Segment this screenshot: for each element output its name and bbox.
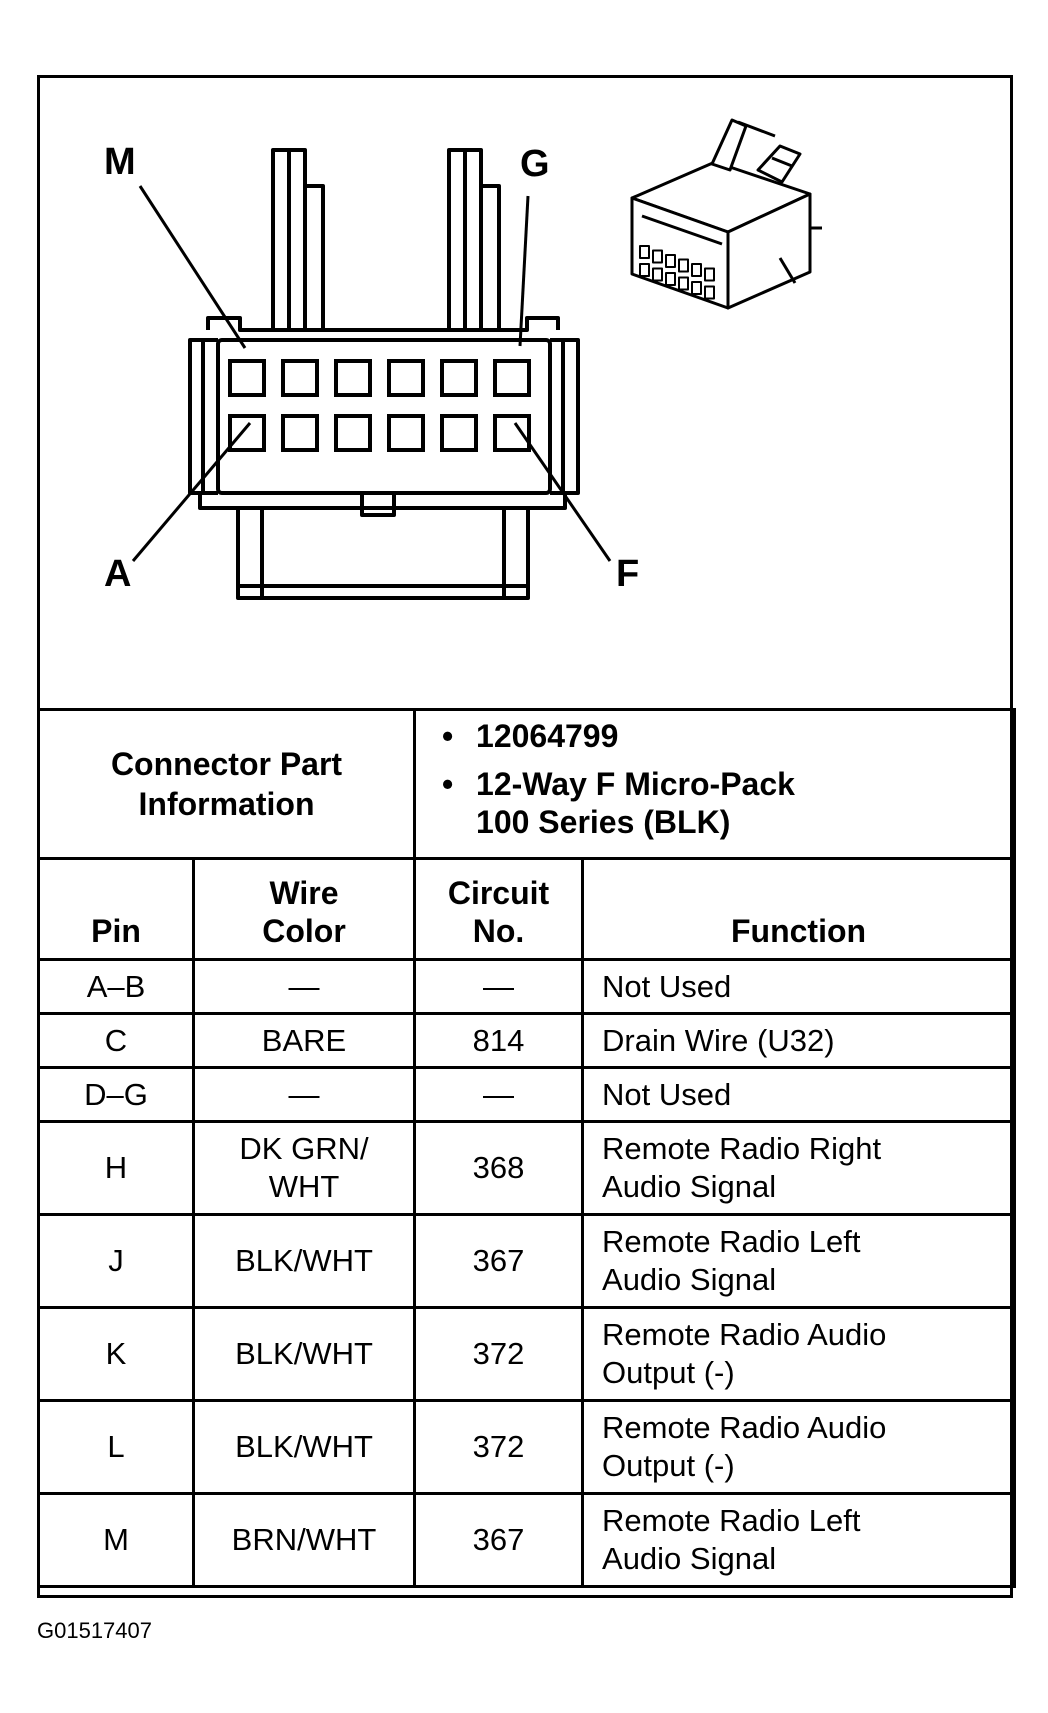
pin-cell: H [37, 1120, 195, 1216]
connector-isometric-view [630, 118, 822, 310]
circuit-cell: 367 [413, 1492, 585, 1588]
wire-color-cell: — [191, 1066, 417, 1123]
top-rail [206, 316, 560, 332]
pin-cell: L [37, 1399, 195, 1495]
pin-cell: C [37, 1012, 195, 1069]
bottom-rail [198, 493, 567, 510]
pin-cell: M [37, 1492, 195, 1588]
pin-label-m: M [104, 141, 136, 183]
pin-cell: J [37, 1213, 195, 1309]
circuit-cell: 367 [413, 1213, 585, 1309]
connector-diagram: M G A F [40, 78, 1010, 710]
iso-terminal-cavity [639, 245, 650, 259]
iso-terminal-cavity [665, 272, 676, 286]
pin-cell: D–G [37, 1066, 195, 1123]
connector-part-info-label: Connector Part Information [36, 708, 417, 860]
iso-terminal-cavity [639, 263, 650, 277]
iso-terminal-cavity [704, 267, 715, 282]
iso-terminal-cavity [691, 263, 702, 277]
wire-color-cell: BARE [191, 1012, 417, 1069]
terminal-cavity [493, 359, 531, 397]
function-cell: Not Used [581, 958, 1017, 1015]
iso-terminal-cavity [691, 281, 702, 295]
terminal-cavity [228, 359, 266, 397]
terminal-cavity [334, 414, 372, 452]
wire-color-cell: DK GRN/WHT [191, 1120, 417, 1216]
iso-terminal-cavity [665, 254, 676, 268]
pin-label-f: F [616, 553, 639, 595]
iso-terminal-cavity [652, 249, 663, 264]
function-cell: Drain Wire (U32) [581, 1012, 1017, 1069]
terminal-cavity [440, 414, 478, 452]
wire-color-cell: — [191, 958, 417, 1015]
part-number: 12064799 [442, 717, 1013, 755]
terminal-cavity [440, 359, 478, 397]
right-latch [447, 148, 501, 332]
connector-part-info-values: 12064799 12-Way F Micro-Pack 100 Series … [413, 708, 1017, 860]
circuit-cell: — [413, 1066, 585, 1123]
leader-line-a [131, 422, 252, 562]
terminal-cavity [228, 414, 266, 452]
terminal-cavity [334, 359, 372, 397]
iso-terminal-cavity [678, 258, 689, 273]
iso-terminal-cavity [652, 267, 663, 282]
leader-line-m [138, 185, 247, 349]
connector-description: 12-Way F Micro-Pack 100 Series (BLK) [442, 765, 1013, 841]
connector-figure-frame: M G A F Conn [36, 75, 1017, 1598]
terminal-cavity [281, 414, 319, 452]
wire-color-cell: BRN/WHT [191, 1492, 417, 1588]
column-header-pin: Pin [37, 857, 195, 961]
terminal-cavity [387, 414, 425, 452]
terminal-cavity [387, 359, 425, 397]
bottom-housing [236, 506, 530, 600]
terminal-cavities [228, 359, 531, 452]
left-latch [271, 148, 325, 332]
wire-color-cell: BLK/WHT [191, 1213, 417, 1309]
column-header-function: Function [581, 857, 1017, 961]
circuit-cell: — [413, 958, 585, 1015]
connector-parts-table: Connector Part Information 12064799 12-W… [36, 708, 1017, 1588]
circuit-cell: 372 [413, 1399, 585, 1495]
wire-color-cell: BLK/WHT [191, 1399, 417, 1495]
terminal-cavity [281, 359, 319, 397]
wire-color-cell: BLK/WHT [191, 1306, 417, 1402]
pin-label-a: A [104, 553, 131, 595]
iso-terminal-cavity [704, 285, 715, 300]
leader-line-g [518, 195, 530, 347]
iso-terminal-cavity [678, 276, 689, 291]
table-row: A–B——Not Used [37, 958, 1017, 1015]
terminal-cavity [493, 414, 531, 452]
pin-cell: K [37, 1306, 195, 1402]
function-cell: Not Used [581, 1066, 1017, 1123]
circuit-cell: 372 [413, 1306, 585, 1402]
table-row: D–G——Not Used [37, 1066, 1017, 1123]
figure-id: G01517407 [37, 1618, 152, 1643]
circuit-cell: 368 [413, 1120, 585, 1216]
pin-label-g: G [520, 143, 550, 185]
leader-line-f [513, 422, 612, 562]
pin-cell: A–B [37, 958, 195, 1015]
circuit-cell: 814 [413, 1012, 585, 1069]
